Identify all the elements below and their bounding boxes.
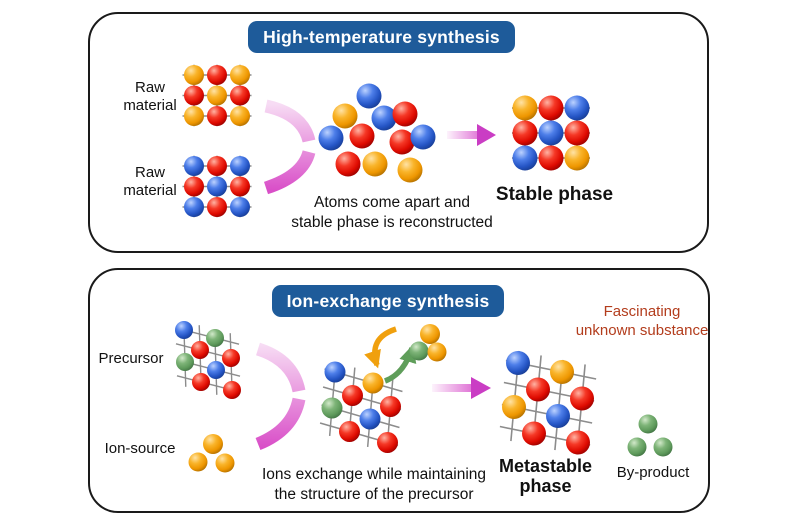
precursor-label: Precursor: [98, 350, 164, 367]
metastable-line-2: phase: [519, 475, 572, 496]
metastable-phase-label: Metastable phase: [478, 456, 613, 497]
stable-phase-label: Stable phase: [495, 184, 614, 205]
fascinating-note: Fascinating unknown substance: [562, 303, 722, 341]
caption-line-2: stable phase is reconstructed: [291, 213, 493, 231]
caption-line-2: the structure of the precursor: [274, 485, 474, 503]
caption-line-1: Ions exchange while maintaining: [261, 466, 487, 483]
high-temperature-title: High-temperature synthesis: [248, 21, 515, 53]
ion-exchange-title: Ion-exchange synthesis: [272, 285, 504, 317]
ion-exchange-caption: Ions exchange while maintaining the stru…: [245, 465, 503, 505]
high-temperature-caption: Atoms come apart and stable phase is rec…: [268, 193, 516, 233]
note-line-2: unknown substance: [575, 321, 709, 339]
ion-source-label: Ion-source: [104, 440, 176, 457]
by-product-label: By-product: [616, 464, 690, 481]
metastable-line-1: Metastable: [498, 456, 593, 476]
note-line-1: Fascinating: [603, 303, 681, 320]
caption-line-1: Atoms come apart and: [314, 194, 470, 211]
raw-material-1-label: Raw material: [123, 79, 177, 114]
raw-material-2-label: Raw material: [123, 164, 177, 199]
